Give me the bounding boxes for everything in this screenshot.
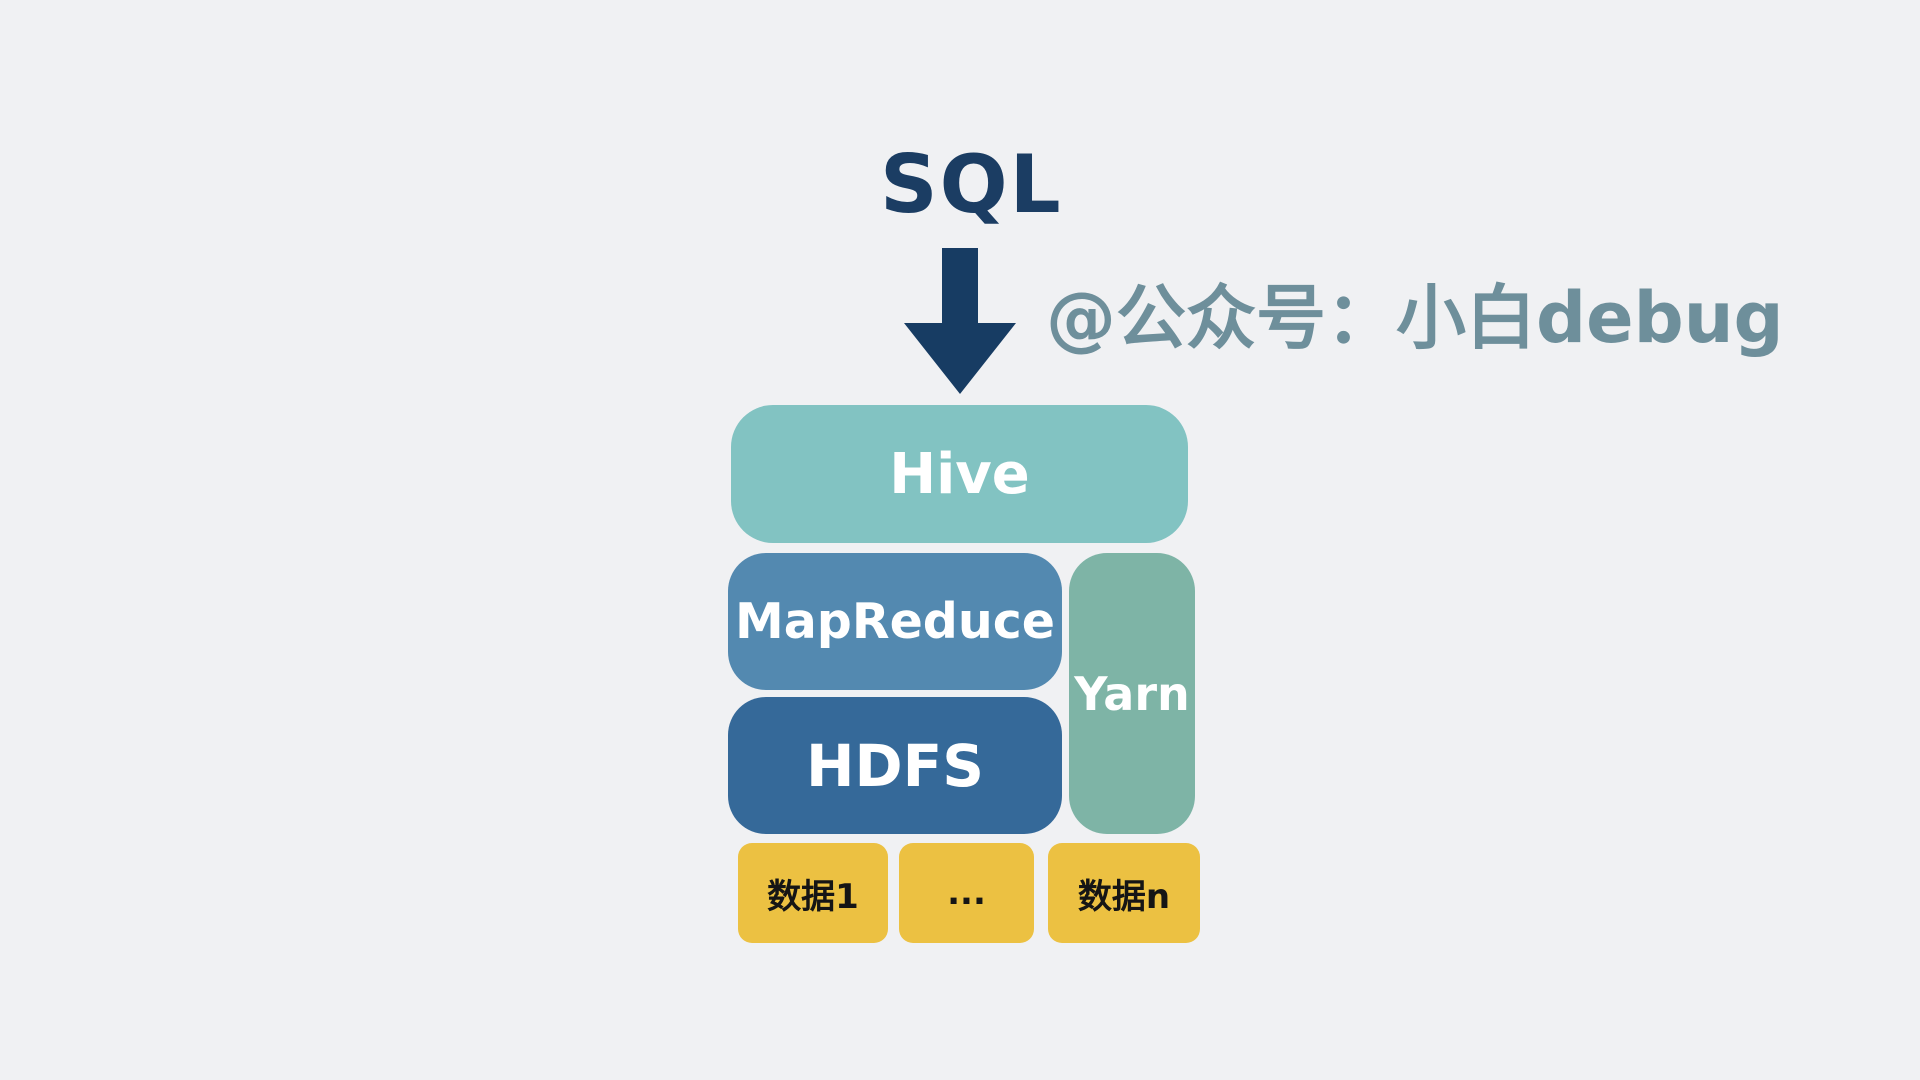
yarn-label: Yarn [1074, 666, 1190, 721]
watermark-text: @公众号：小白debug [1046, 277, 1784, 359]
data-block-ellipsis: ... [899, 843, 1034, 943]
data-block-label: ... [947, 873, 986, 913]
hive-label: Hive [889, 441, 1030, 507]
hdfs-layer: HDFS [728, 697, 1062, 834]
arrow-down-icon [904, 248, 1016, 394]
hdfs-label: HDFS [805, 731, 985, 800]
yarn-layer: Yarn [1069, 553, 1195, 834]
sql-label: SQL [880, 138, 1063, 231]
data-block-label: 数据1 [767, 876, 859, 917]
data-block-label: 数据n [1077, 876, 1171, 917]
data-block-1: 数据1 [738, 843, 888, 943]
hive-layer: Hive [731, 405, 1188, 543]
mapreduce-label: MapReduce [734, 593, 1056, 650]
mapreduce-layer: MapReduce [728, 553, 1062, 690]
data-block-n: 数据n [1048, 843, 1200, 943]
